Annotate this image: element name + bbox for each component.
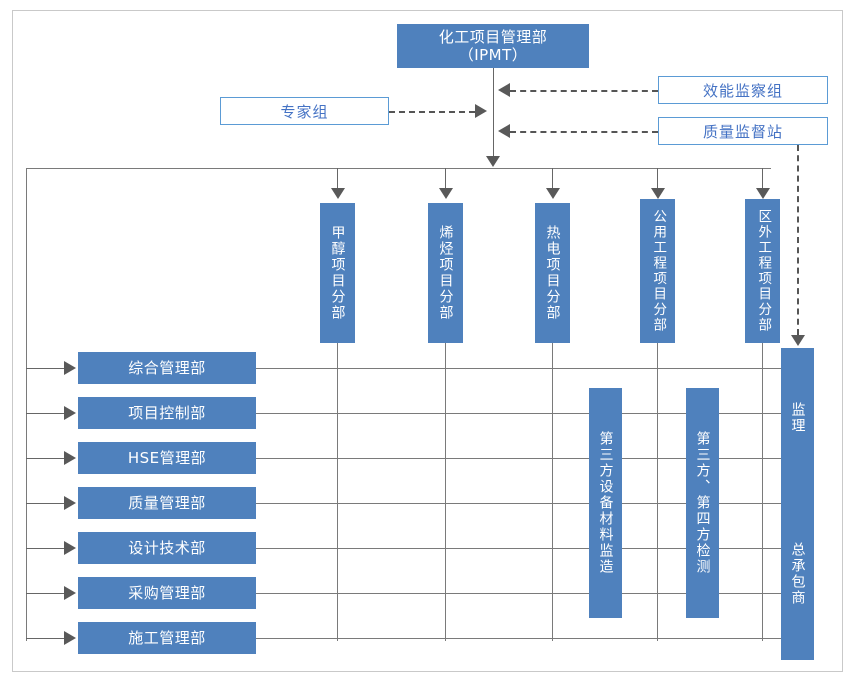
department-feed-line-7 xyxy=(26,638,66,639)
division-column-line-2 xyxy=(445,343,446,641)
department-feed-line-3 xyxy=(26,458,66,459)
quality-management-dept-label: 质量管理部 xyxy=(128,493,206,512)
node-utility-engineering-division[interactable]: 公用工程项目分部 xyxy=(640,199,675,343)
node-design-technology-dept[interactable]: 设计技术部 xyxy=(78,532,256,564)
root-spine-arrow-icon xyxy=(486,156,500,167)
node-quality-management-dept[interactable]: 质量管理部 xyxy=(78,487,256,519)
node-thermal-power-division[interactable]: 热电项目分部 xyxy=(535,203,570,343)
department-feed-line-5 xyxy=(26,548,66,549)
node-olefin-division[interactable]: 烯烃项目分部 xyxy=(428,203,463,343)
node-procurement-management-dept[interactable]: 采购管理部 xyxy=(78,577,256,609)
division-column-line-1 xyxy=(337,343,338,641)
olefin-division-label: 烯烃项目分部 xyxy=(437,225,454,321)
department-feed-arrow-icon-2 xyxy=(64,406,76,420)
main-bus-line xyxy=(26,168,771,169)
department-rail-line-4 xyxy=(256,503,797,504)
utility-engineering-division-label: 公用工程项目分部 xyxy=(650,209,667,333)
division-drop-arrow-icon-3 xyxy=(546,188,560,199)
division-drop-arrow-icon-2 xyxy=(439,188,453,199)
expert-group-label: 专家组 xyxy=(280,102,329,121)
node-offsite-engineering-division[interactable]: 区外工程项目分部 xyxy=(745,199,780,343)
offsite-engineering-division-label: 区外工程项目分部 xyxy=(755,209,772,333)
division-drop-line-2 xyxy=(445,168,446,188)
division-drop-line-1 xyxy=(337,168,338,188)
node-ipmt-root[interactable]: 化工项目管理部 （IPMT） xyxy=(397,24,589,68)
quality-supervision-arrow-icon xyxy=(498,124,510,138)
expert-group-arrow-icon xyxy=(475,104,487,118)
department-feed-arrow-icon-3 xyxy=(64,451,76,465)
department-rail-line-2 xyxy=(256,413,797,414)
expert-group-dashed-line xyxy=(389,111,475,113)
left-spine-line xyxy=(26,168,27,641)
methanol-division-label: 甲醇项目分部 xyxy=(329,225,346,321)
root-spine-line xyxy=(493,68,494,156)
division-column-line-4 xyxy=(657,343,658,641)
node-hse-management-dept[interactable]: HSE管理部 xyxy=(78,442,256,474)
ipmt-title-line1: 化工项目管理部 xyxy=(438,27,548,46)
procurement-management-dept-label: 采购管理部 xyxy=(128,583,206,602)
division-drop-arrow-icon-4 xyxy=(651,188,665,199)
hse-management-dept-label: HSE管理部 xyxy=(127,448,207,467)
node-construction-management-dept[interactable]: 施工管理部 xyxy=(78,622,256,654)
department-feed-arrow-icon-5 xyxy=(64,541,76,555)
division-drop-line-3 xyxy=(552,168,553,188)
department-rail-line-6 xyxy=(256,593,797,594)
division-drop-line-5 xyxy=(762,168,763,188)
department-feed-arrow-icon-1 xyxy=(64,361,76,375)
department-rail-line-7 xyxy=(256,638,797,639)
division-column-line-3 xyxy=(552,343,553,641)
page-border xyxy=(12,10,843,672)
third-fourth-party-inspection-label: 第三方、第四方检测 xyxy=(694,431,711,575)
node-efficiency-inspection[interactable]: 效能监察组 xyxy=(658,76,828,104)
division-drop-line-4 xyxy=(657,168,658,188)
node-general-management-dept[interactable]: 综合管理部 xyxy=(78,352,256,384)
quality-supervision-label: 质量监督站 xyxy=(702,122,783,141)
quality-supervision-to-contractor-line xyxy=(797,145,799,335)
quality-supervision-dashed-line xyxy=(510,131,658,133)
node-expert-group[interactable]: 专家组 xyxy=(220,97,389,125)
department-feed-line-6 xyxy=(26,593,66,594)
project-control-dept-label: 项目控制部 xyxy=(128,403,206,422)
efficiency-inspection-dashed-line xyxy=(510,90,658,92)
node-methanol-division[interactable]: 甲醇项目分部 xyxy=(320,203,355,343)
construction-management-dept-label: 施工管理部 xyxy=(128,628,206,647)
department-feed-line-2 xyxy=(26,413,66,414)
thermal-power-division-label: 热电项目分部 xyxy=(544,225,561,321)
department-rail-line-5 xyxy=(256,548,797,549)
efficiency-inspection-label: 效能监察组 xyxy=(702,81,783,100)
quality-supervision-to-contractor-arrow-icon xyxy=(791,335,805,346)
node-third-fourth-party-inspection[interactable]: 第三方、第四方检测 xyxy=(686,388,719,618)
department-feed-arrow-icon-6 xyxy=(64,586,76,600)
node-quality-supervision[interactable]: 质量监督站 xyxy=(658,117,828,145)
node-project-control-dept[interactable]: 项目控制部 xyxy=(78,397,256,429)
division-drop-arrow-icon-5 xyxy=(756,188,770,199)
third-party-equipment-supervision-label: 第三方设备材料监造 xyxy=(597,431,614,575)
department-feed-arrow-icon-4 xyxy=(64,496,76,510)
division-column-line-5 xyxy=(762,343,763,641)
department-rail-line-1 xyxy=(256,368,797,369)
design-technology-dept-label: 设计技术部 xyxy=(128,538,206,557)
supervisor-label: 监理 xyxy=(789,402,806,434)
ipmt-title-line2: （IPMT） xyxy=(458,46,528,64)
general-management-dept-label: 综合管理部 xyxy=(128,358,206,377)
efficiency-inspection-arrow-icon xyxy=(498,83,510,97)
node-third-party-equipment-supervision[interactable]: 第三方设备材料监造 xyxy=(589,388,622,618)
department-feed-line-4 xyxy=(26,503,66,504)
department-feed-line-1 xyxy=(26,368,66,369)
department-feed-arrow-icon-7 xyxy=(64,631,76,645)
general-contractor-label: 总承包商 xyxy=(789,542,806,606)
node-supervisor-general-contractor[interactable]: 监理 总承包商 xyxy=(781,348,814,660)
division-drop-arrow-icon-1 xyxy=(331,188,345,199)
department-rail-line-3 xyxy=(256,458,797,459)
